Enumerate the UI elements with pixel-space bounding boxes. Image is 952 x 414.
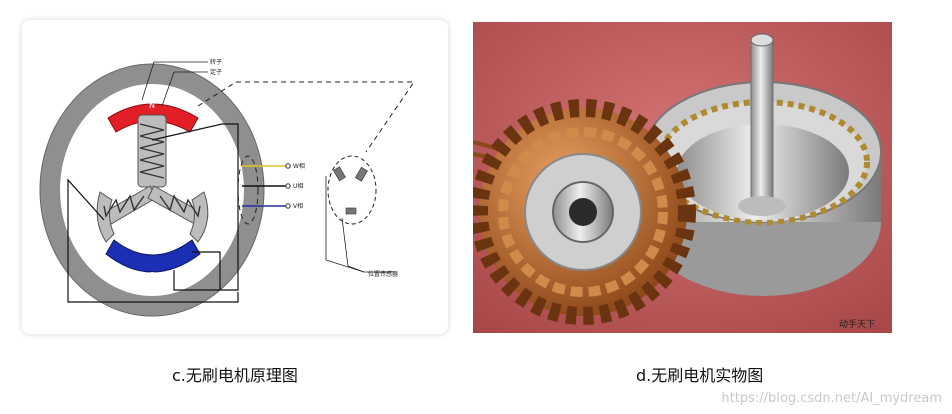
watermark-text: https://blog.csdn.net/AI_mydream [721,391,942,406]
motor-photo: 动手天下 [473,22,892,333]
schematic-drawing: N S 转子 定子 [22,20,448,334]
phase-w-terminal [286,164,290,168]
motor-shaft [751,38,773,206]
caption-left: c.无刷电机原理图 [172,362,298,386]
phase-v-label: V相 [293,202,303,210]
hall-sensors [333,167,367,214]
phase-u-label: U相 [293,182,303,190]
position-sensor-label: 位置传感器 [368,270,398,278]
phase-v-terminal [286,204,290,208]
phase-u-terminal [286,184,290,188]
phase-w-label: W相 [293,162,305,170]
rotor-label: 转子 [210,58,222,66]
sensor-leaders [326,176,394,272]
north-pole-label: N [149,101,155,110]
caption-right: d.无刷电机实物图 [636,362,763,386]
schematic-panel: N S 转子 定子 [22,20,448,334]
motor-photo-drawing: 动手天下 [473,22,892,333]
photo-mark: 动手天下 [839,318,875,330]
south-pole-label: S [149,271,154,280]
stator-label: 定子 [210,68,222,76]
